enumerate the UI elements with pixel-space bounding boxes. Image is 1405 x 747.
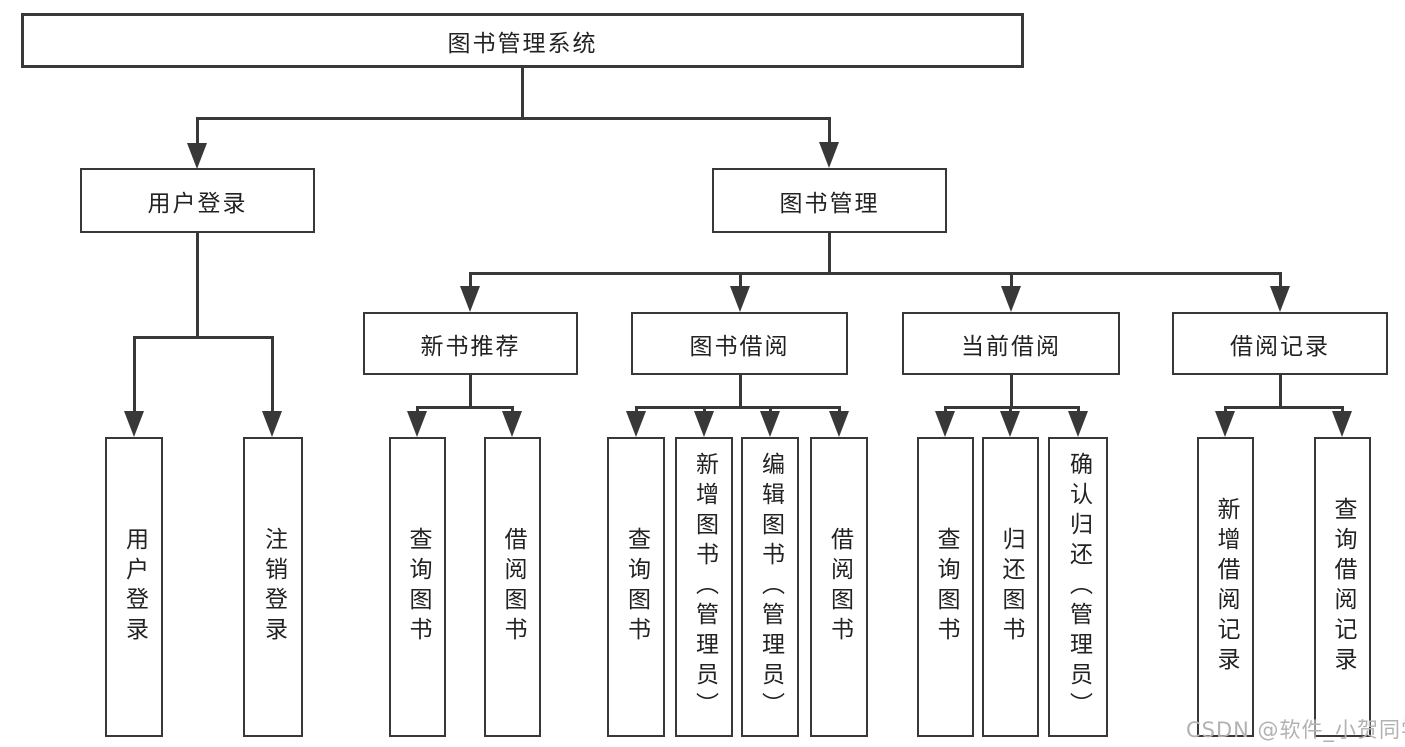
leaf-confirm-return-admin: 确认归还（管理员） [1048, 437, 1108, 737]
leaf-user-login: 用户登录 [105, 437, 163, 737]
connector-line [271, 336, 274, 416]
connector-line [1279, 272, 1282, 290]
leaf-label: 查询图书 [623, 527, 650, 647]
arrowhead-icon [819, 142, 839, 168]
leaf-label: 查询借阅记录 [1330, 497, 1356, 677]
leaf-label: 编辑图书（管理员） [757, 452, 784, 722]
connector-line [635, 406, 840, 409]
node-book-management: 图书管理 [712, 168, 947, 233]
arrowhead-icon [1000, 411, 1020, 437]
connector-line [196, 233, 199, 338]
connector-line [469, 375, 472, 408]
connector-line [469, 272, 472, 290]
connector-line [944, 406, 947, 415]
leaf-label: 用户登录 [121, 527, 148, 647]
leaf-label: 确认归还（管理员） [1065, 452, 1092, 722]
connector-line [703, 406, 706, 415]
connector-line [635, 406, 638, 415]
node-borrowing-records: 借阅记录 [1172, 312, 1388, 375]
arrowhead-icon [1068, 411, 1088, 437]
leaf-query-books-current: 查询图书 [917, 437, 974, 737]
arrowhead-icon [626, 411, 646, 437]
arrowhead-icon [1332, 411, 1352, 437]
node-new-book-recommendation: 新书推荐 [363, 312, 578, 375]
leaf-return-books: 归还图书 [982, 437, 1039, 737]
arrowhead-icon [187, 143, 207, 169]
leaf-label: 新增图书（管理员） [691, 452, 718, 722]
leaf-label: 借阅图书 [500, 527, 526, 647]
arrowhead-icon [1270, 286, 1290, 312]
csdn-watermark: CSDN @软件_小贺同学 [1186, 718, 1405, 742]
leaf-logout: 注销登录 [243, 437, 303, 737]
arrowhead-icon [124, 411, 144, 437]
connector-line [739, 375, 742, 408]
arrowhead-icon [262, 411, 282, 437]
connector-line [769, 406, 772, 415]
arrowhead-icon [760, 411, 780, 437]
arrowhead-icon [1215, 411, 1235, 437]
arrowhead-icon [460, 286, 480, 312]
leaf-borrow-books-borrowing: 借阅图书 [810, 437, 868, 737]
arrowhead-icon [694, 411, 714, 437]
leaf-label: 归还图书 [998, 527, 1024, 647]
connector-line [416, 406, 419, 415]
connector-line [1224, 406, 1227, 415]
connector-line [1341, 406, 1344, 415]
connector-line [944, 406, 1080, 409]
connector-line [521, 68, 524, 119]
connector-line [133, 336, 136, 416]
leaf-query-books-newbooks: 查询图书 [389, 437, 446, 737]
leaf-add-books-admin: 新增图书（管理员） [675, 437, 733, 737]
connector-line [1224, 406, 1344, 409]
arrowhead-icon [1001, 286, 1021, 312]
connector-line [1009, 406, 1012, 415]
leaf-label: 查询图书 [405, 527, 431, 647]
arrowhead-icon [502, 411, 522, 437]
leaf-edit-books-admin: 编辑图书（管理员） [741, 437, 799, 737]
node-book-borrowing: 图书借阅 [631, 312, 848, 375]
connector-line [828, 233, 831, 274]
arrowhead-icon [730, 286, 750, 312]
leaf-label: 注销登录 [260, 527, 287, 647]
arrowhead-icon [407, 411, 427, 437]
connector-line [196, 117, 199, 149]
leaf-label: 查询图书 [933, 527, 959, 647]
connector-line [1010, 375, 1013, 408]
leaf-add-borrow-record: 新增借阅记录 [1197, 437, 1254, 737]
arrowhead-icon [829, 411, 849, 437]
node-current-borrowing: 当前借阅 [902, 312, 1120, 375]
leaf-query-borrow-record: 查询借阅记录 [1314, 437, 1371, 737]
connector-line [1077, 406, 1080, 415]
connector-line [838, 406, 841, 415]
connector-line [511, 406, 514, 415]
leaf-label: 借阅图书 [826, 527, 853, 647]
connector-line [133, 336, 274, 339]
leaf-query-books-borrowing: 查询图书 [607, 437, 665, 737]
connector-line [416, 406, 514, 409]
connector-line [196, 117, 831, 120]
leaf-borrow-books-newbooks: 借阅图书 [484, 437, 541, 737]
connector-line [739, 272, 742, 290]
leaf-label: 新增借阅记录 [1213, 497, 1239, 677]
node-root-library-system: 图书管理系统 [21, 13, 1024, 68]
arrowhead-icon [935, 411, 955, 437]
connector-line [469, 272, 1282, 275]
connector-line [1279, 375, 1282, 408]
node-user-login: 用户登录 [80, 168, 315, 233]
connector-line [1010, 272, 1013, 290]
connector-line [828, 117, 831, 148]
